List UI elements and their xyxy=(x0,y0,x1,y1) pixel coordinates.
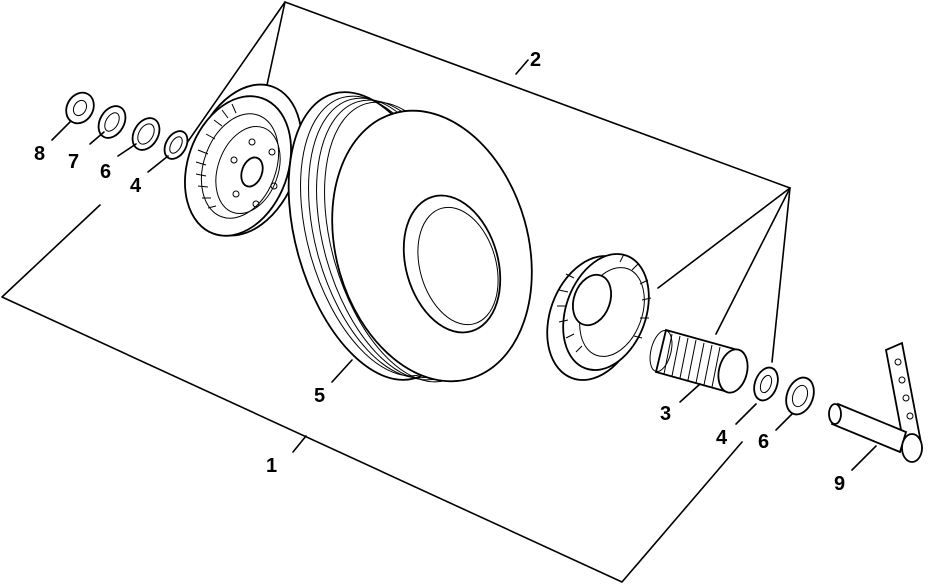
assembly-outline-1 xyxy=(1,204,743,583)
axle-bracket-part-9 xyxy=(828,341,924,463)
washer-part-8 xyxy=(65,91,95,125)
wheel-hub-left xyxy=(184,83,303,237)
callout-9: 9 xyxy=(834,473,845,495)
seal-part-7 xyxy=(97,105,127,139)
callout-2: 2 xyxy=(530,49,541,71)
callout-6-left: 6 xyxy=(100,161,111,183)
leader-lines xyxy=(51,59,877,471)
bearing-cone-part-4-left xyxy=(163,130,189,160)
callout-8: 8 xyxy=(34,143,45,165)
callout-1: 1 xyxy=(266,455,277,477)
callout-4-right: 4 xyxy=(716,427,728,449)
bearing-cup-part-6-right xyxy=(785,376,815,416)
callout-5: 5 xyxy=(314,385,325,407)
spindle-part-3 xyxy=(649,328,749,394)
callout-6-right: 6 xyxy=(758,431,769,453)
callout-7: 7 xyxy=(68,151,79,173)
tire-part-5 xyxy=(287,91,533,383)
wheel-hub-right xyxy=(546,253,652,381)
callout-3: 3 xyxy=(660,403,671,425)
bearing-cone-part-4-right xyxy=(753,366,779,402)
assembly-outline-2 xyxy=(181,1,791,363)
callout-4-left: 4 xyxy=(130,175,142,197)
bearing-cup-part-6-left xyxy=(131,117,161,151)
callout-labels: 1 2 3 4 4 5 6 6 7 8 9 xyxy=(34,49,845,495)
